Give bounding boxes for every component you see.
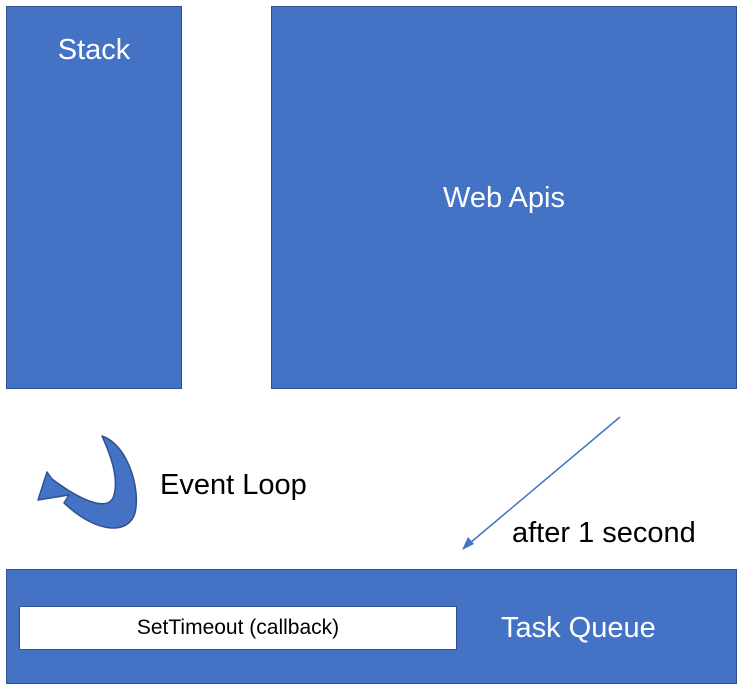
- event-loop-label: Event Loop: [160, 469, 307, 501]
- timer-arrow-head-icon: [462, 537, 474, 550]
- timer-arrow-line: [469, 416, 621, 544]
- task-queue-box: SetTimeout (callback) Task Queue: [6, 569, 737, 684]
- task-queue-label: Task Queue: [501, 612, 656, 644]
- web-apis-label: Web Apis: [443, 182, 565, 214]
- stack-label: Stack: [57, 34, 131, 66]
- event-loop-arrow-icon: [37, 435, 138, 529]
- stack-box: Stack: [6, 6, 182, 389]
- callback-item: SetTimeout (callback): [19, 606, 457, 650]
- web-apis-box: Web Apis: [271, 6, 737, 389]
- callback-label: SetTimeout (callback): [136, 616, 340, 639]
- timer-label: after 1 second: [512, 517, 696, 549]
